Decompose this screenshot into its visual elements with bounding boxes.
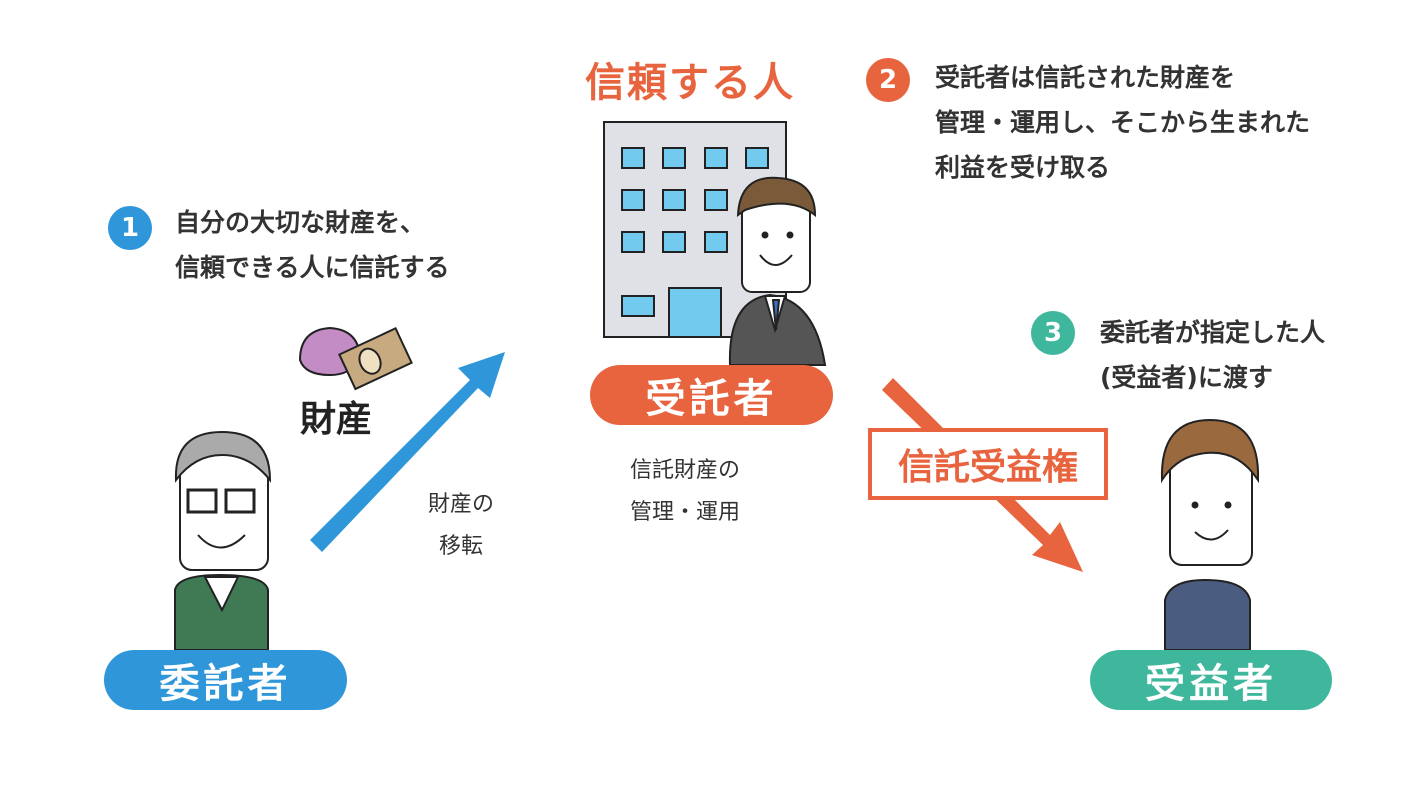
- step-3-badge: 3: [1031, 311, 1075, 355]
- transfer-note: 財産の 移転: [428, 484, 494, 568]
- management-note: 信託財産の 管理・運用: [630, 450, 740, 534]
- trusted-person-title: 信頼する人: [585, 60, 795, 106]
- step-1-text: 自分の大切な財産を、 信頼できる人に信託する: [175, 200, 450, 290]
- beneficiary-person-icon: [1160, 418, 1260, 651]
- step-3-line-2: (受益者)に渡す: [1100, 363, 1273, 392]
- management-note-line-1: 信託財産の: [630, 458, 741, 483]
- management-note-line-2: 管理・運用: [630, 500, 741, 525]
- beneficial-right-label: 信託受益権: [868, 428, 1108, 500]
- transfer-note-line-1: 財産の: [428, 492, 495, 517]
- step-1-line-1: 自分の大切な財産を、: [175, 208, 426, 237]
- step-3-text: 委託者が指定した人 (受益者)に渡す: [1100, 310, 1325, 400]
- step-3-line-1: 委託者が指定した人: [1100, 318, 1326, 347]
- step-2-line-1: 受託者は信託された財産を: [935, 63, 1236, 92]
- beneficiary-pill: 受益者: [1090, 650, 1332, 710]
- step-2-line-2: 管理・運用し、そこから生まれた: [935, 108, 1311, 137]
- step-2-badge: 2: [866, 58, 910, 102]
- trustee-pill: 受託者: [590, 365, 833, 425]
- settlor-pill: 委託者: [104, 650, 347, 710]
- step-2-text: 受託者は信託された財産を 管理・運用し、そこから生まれた 利益を受け取る: [935, 55, 1310, 190]
- step-1-line-2: 信頼できる人に信託する: [175, 253, 450, 282]
- step-1-badge: 1: [108, 206, 152, 250]
- settlor-elderly-person-icon: [174, 430, 272, 651]
- transfer-note-line-2: 移転: [439, 534, 484, 559]
- wallet-and-money-icon: [298, 326, 413, 391]
- trustee-person-icon: [728, 176, 827, 366]
- step-2-line-3: 利益を受け取る: [935, 153, 1111, 182]
- property-label: 財産: [300, 399, 373, 440]
- blue-transfer-arrow-icon: [310, 352, 505, 552]
